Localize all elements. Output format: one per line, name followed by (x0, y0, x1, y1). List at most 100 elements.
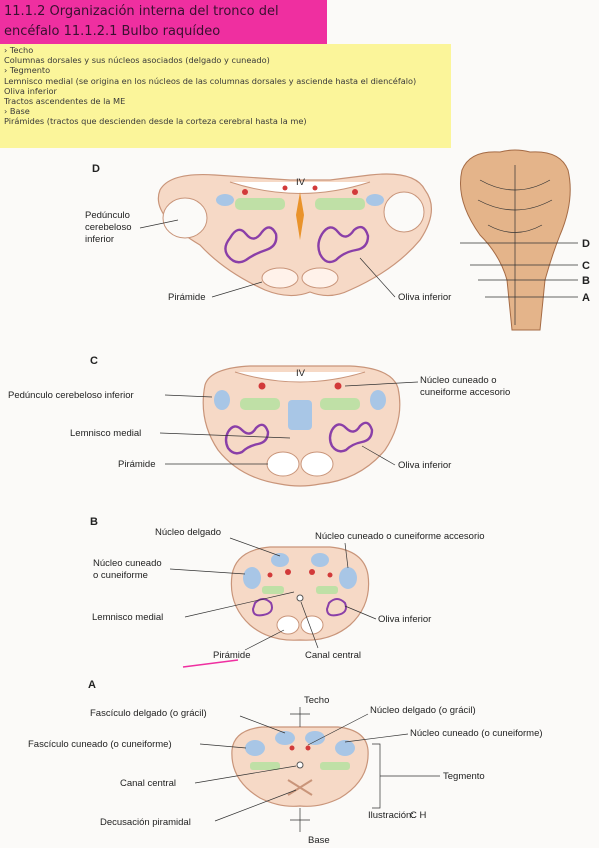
panel-c-olive-right (328, 421, 374, 453)
panel-d-olive-right (317, 225, 370, 264)
panel-b-tract (262, 586, 284, 594)
panel-b-pyramid-right (300, 615, 324, 635)
panel-b-letter: B (90, 516, 98, 528)
panel-d-peduncle-right (383, 191, 425, 233)
panel-b-tract (311, 553, 329, 567)
panel-a-gracile-fasciculus-label: Fascículo delgado (o grácil) (90, 708, 207, 719)
panel-a-tract (305, 731, 325, 745)
panel-d-nucleus (352, 189, 358, 195)
panel-c: C IV Pedúnculo cerebeloso inferior Núcle… (8, 355, 510, 487)
panel-c-peduncle-label: Pedúnculo cerebeloso inferior (8, 390, 134, 401)
notes-box: › Techo Columnas dorsales y sus núcleos … (0, 44, 451, 148)
panel-d-pyramid-label: Pirámide (168, 292, 206, 303)
panel-a-tract (245, 740, 265, 756)
panel-c-leader (159, 432, 291, 439)
panel-b-pyramid-label: Pirámide (213, 650, 251, 661)
panel-d-leader (139, 219, 179, 229)
panel-b-central-canal (296, 594, 304, 602)
panel-c-fourth-ventricle (234, 371, 366, 383)
panel-a-central-canal (296, 761, 304, 769)
panel-b-accessory-cuneate-label: Núcleo cuneado o cuneiforme accesorio (315, 531, 485, 542)
panel-d-tract (315, 198, 365, 210)
panel-d-peduncle-label: cerebeloso (85, 222, 131, 233)
panel-c-cuneate-label: Núcleo cuneado o (420, 375, 497, 386)
panel-b-pyramid-highlight (182, 659, 239, 668)
panel-a-leader (239, 715, 286, 734)
panel-b-nucleus (267, 572, 273, 578)
title-line-2: encéfalo 11.1.2.1 Bulbo raquídeo (4, 24, 221, 39)
panel-d-peduncle-left (162, 197, 208, 239)
note-line: Lemnisco medial (se origina en los núcle… (4, 75, 417, 86)
panel-a-gracile-nucleus-label: Núcleo delgado (o grácil) (370, 705, 476, 716)
panel-a-leader (194, 765, 297, 784)
panel-a-canal-label: Canal central (120, 778, 176, 789)
panel-c-tract (214, 390, 230, 410)
panel-b-lemniscus-label: Lemnisco medial (92, 612, 163, 623)
panel-d-peduncle-label: inferior (85, 234, 114, 245)
illustration-credit-mark: C H (410, 810, 427, 821)
panel-a-tract (320, 762, 350, 770)
panel-c-leader (344, 381, 419, 387)
panel-d-raphe (296, 192, 304, 240)
panel-b-leader (229, 537, 281, 557)
note-line: Pirámides (tractos que descienden desde … (4, 116, 307, 127)
panel-b-olive-right (325, 598, 347, 617)
note-line: Oliva inferior (4, 85, 57, 96)
panel-d-leader (211, 281, 263, 298)
panel-d-pyramid-left (261, 267, 299, 289)
panel-d-ventricle-label: IV (296, 177, 306, 188)
illustration-credit-label: Ilustración: (368, 810, 414, 821)
panel-c-leader (361, 445, 396, 466)
panel-c-cuneate-label: cuneiforme accesorio (420, 387, 510, 398)
panel-a-leader (199, 743, 247, 749)
panel-c-nucleus (334, 382, 342, 390)
panel-a-leader (344, 733, 409, 743)
panel-d-nucleus (312, 185, 318, 191)
title-line-1: 11.1.2 Organización interna del tronco d… (4, 4, 279, 19)
panel-a-tract (250, 762, 280, 770)
panel-d: D IV Pedúnculo cerebeloso inferior Pirám… (85, 163, 451, 303)
level-label: B (582, 275, 590, 287)
panel-c-lemniscus-label: Lemnisco medial (70, 428, 141, 439)
medulla-figure: D IV Pedúnculo cerebeloso inferior Pirám… (8, 149, 590, 846)
panel-b-leader (184, 591, 295, 618)
panel-b-tract (271, 553, 289, 567)
panel-a: A Techo Fascículo delgado (o grácil) Núc… (28, 679, 543, 846)
panel-d-nucleus (242, 189, 248, 195)
panel-a-nucleus (305, 745, 311, 751)
note-line: Tractos ascendentes de la ME (4, 96, 126, 107)
note-line: › Tegmento (4, 65, 51, 76)
panel-a-decussation-label: Decusación piramidal (100, 817, 191, 828)
panel-c-olive-label: Oliva inferior (398, 460, 451, 471)
panel-b-nucleus (327, 572, 333, 578)
panel-c-tract (320, 398, 360, 410)
panel-d-peduncle-label: Pedúnculo (85, 210, 130, 221)
panel-c-pyramid-label: Pirámide (118, 459, 156, 470)
panel-b: B Núcleo delgado Núcleo cuneado o cuneif… (90, 516, 485, 668)
panel-c-nucleus (258, 382, 266, 390)
panel-b-section (230, 546, 370, 641)
panel-a-tegmentum-bracket (372, 743, 440, 809)
panel-d-olive-left (224, 226, 278, 264)
panel-a-roof-label: Techo (304, 695, 329, 706)
panel-d-pyramid-right (301, 267, 339, 289)
level-label: C (582, 260, 590, 272)
panel-a-cuneate-fasciculus-label: Fascículo cuneado (o cuneiforme) (28, 739, 172, 750)
panel-a-tract (335, 740, 355, 756)
brainstem-overview: D C B A (459, 149, 590, 331)
panel-c-tract (240, 398, 280, 410)
panel-c-pyramid-left (266, 451, 300, 477)
panel-b-tract (243, 567, 261, 589)
panel-d-leader (359, 257, 396, 298)
panel-d-tract (216, 194, 234, 206)
panel-c-pyramid-right (300, 451, 334, 477)
panel-b-cuneate-label: o cuneiforme (93, 570, 148, 581)
panel-a-letter: A (88, 679, 96, 691)
panel-c-tract (370, 390, 386, 410)
panel-b-pyramid-left (276, 615, 300, 635)
panel-d-tract (235, 198, 285, 210)
panel-a-base-bracket (290, 808, 310, 832)
level-label: D (582, 238, 590, 250)
panel-b-nucleus (309, 569, 315, 575)
panel-b-cuneate-label: Núcleo cuneado (93, 558, 162, 569)
